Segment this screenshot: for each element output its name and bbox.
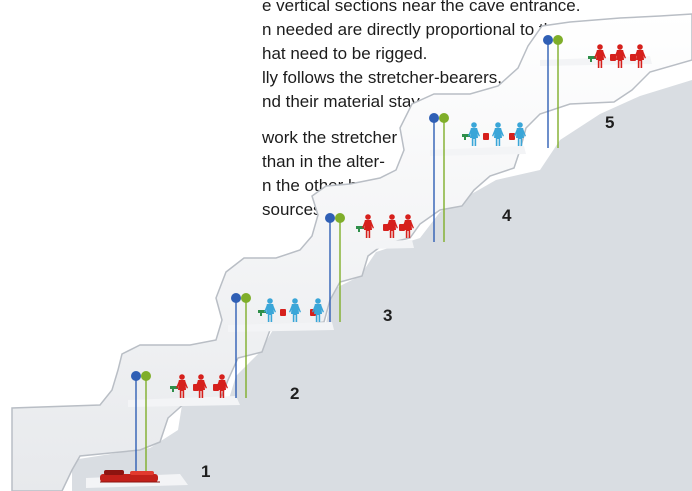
step-ledge-5 — [430, 146, 526, 156]
rope-set-5 — [543, 35, 563, 148]
step-label-4: 4 — [502, 206, 512, 225]
step-ledge-6 — [540, 56, 652, 66]
stretcher-icon — [100, 470, 160, 483]
step-label-5: 5 — [605, 113, 615, 132]
rope-set-1 — [131, 371, 151, 474]
step-ledge-4 — [318, 240, 414, 250]
rope-set-4 — [429, 113, 449, 242]
rope-set-3 — [325, 213, 345, 322]
step-label-3: 3 — [383, 306, 393, 325]
step-ledge-3 — [228, 322, 334, 332]
rope-set-2 — [231, 293, 251, 398]
step-ledge-2 — [128, 396, 240, 407]
rock-shadow — [72, 80, 692, 491]
step-label-1: 1 — [201, 462, 211, 481]
step-label-2: 2 — [290, 384, 300, 403]
